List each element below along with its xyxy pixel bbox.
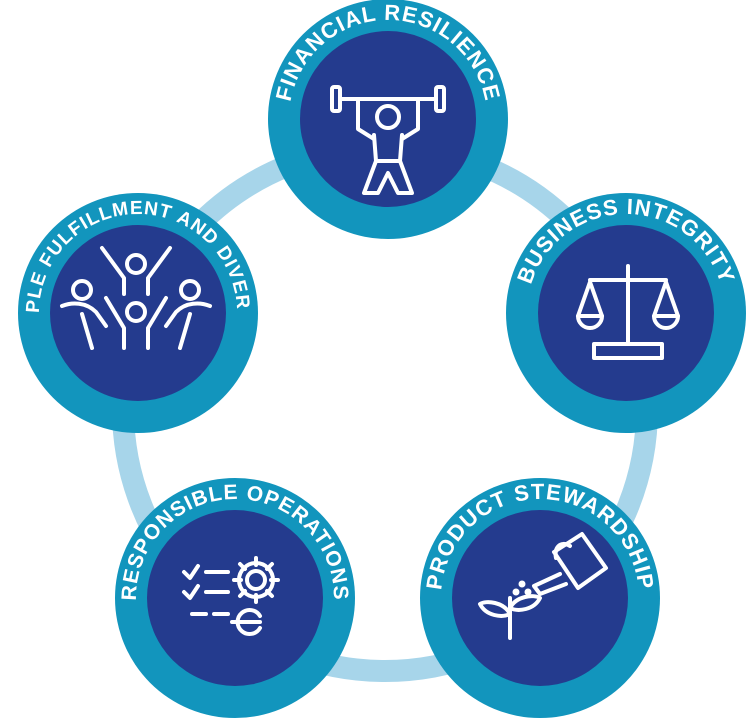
people-group-icon	[60, 246, 212, 350]
node-business-integrity: BUSINESS INTEGRITY	[506, 193, 746, 433]
node-inner-circle	[147, 510, 323, 686]
scales-icon	[576, 264, 680, 360]
watering-can-plant-icon	[478, 532, 608, 640]
node-inner-circle	[300, 31, 476, 207]
node-product-stewardship: PRODUCT STEWARDSHIP	[420, 478, 660, 718]
weightlifter-icon	[330, 85, 446, 195]
checklist-gear-wrench-icon	[182, 556, 280, 636]
node-responsible-operations: RESPONSIBLE OPERATIONS	[115, 478, 355, 718]
node-financial-resilience: FINANCIAL RESILIENCE	[268, 0, 508, 239]
node-inner-circle	[50, 225, 226, 401]
